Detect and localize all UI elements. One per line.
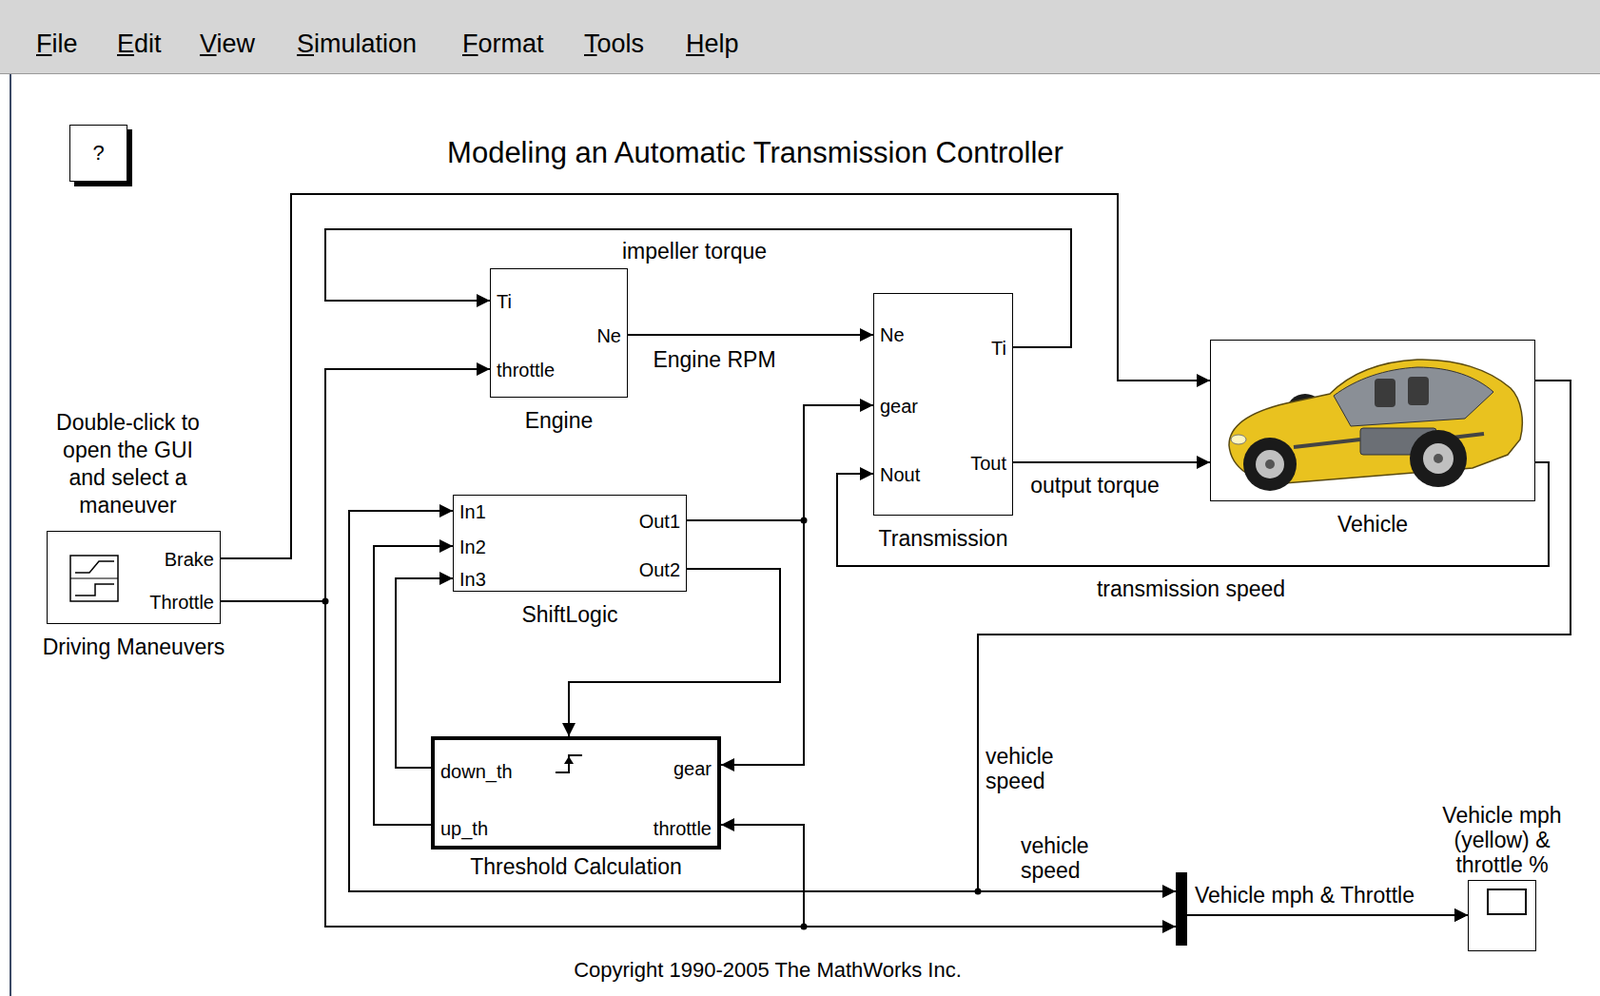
- signal-line: [220, 194, 1210, 559]
- trigger-symbol: [555, 755, 583, 773]
- car-rim: [1255, 449, 1285, 479]
- signal-label: vehicle speed: [1020, 833, 1097, 883]
- signal-label: transmission speed: [1096, 576, 1286, 602]
- signal-label: Vehicle mph & Throttle: [1194, 882, 1415, 908]
- port-label: down_th: [440, 760, 513, 783]
- signal-label: vehicle speed: [985, 743, 1062, 794]
- port-label: Brake: [164, 547, 215, 571]
- port-label: In2: [459, 535, 487, 559]
- copyright-caption: Copyright 1990-2005 The MathWorks Inc.: [573, 957, 962, 983]
- simulink-block: Vehicle mph (yellow) & throttle %: [1467, 879, 1537, 952]
- port-label: Tout: [970, 451, 1007, 475]
- port-label: In1: [459, 500, 487, 524]
- car-cabin: [1333, 367, 1494, 427]
- block-name: Vehicle: [1337, 511, 1408, 537]
- car-illustration: [1229, 359, 1522, 491]
- signal-builder-icon: [70, 555, 118, 602]
- simulink-block: BrakeThrottleDriving Maneuvers: [46, 530, 221, 625]
- port-label: Ti: [991, 336, 1007, 360]
- mux-input-arrow: [1162, 884, 1176, 898]
- simulink-block: down_thup_thgearthrottleThreshold Calcul…: [430, 736, 722, 850]
- window-frame: [9, 74, 12, 996]
- port-label: gear: [879, 394, 918, 418]
- signal-label: impeller torque: [622, 238, 767, 264]
- port-label: up_th: [440, 817, 488, 840]
- mux-input-arrow: [1162, 919, 1176, 934]
- signal-line: [220, 601, 1468, 927]
- signal-line: [1013, 461, 1210, 464]
- signal-line: [686, 520, 804, 765]
- signal-line: [837, 462, 1549, 566]
- menu-item: View: [199, 28, 255, 59]
- signal-line: [220, 369, 490, 602]
- menu-item: File: [36, 28, 79, 59]
- signal-line: [373, 546, 453, 825]
- menu-item: Format: [462, 28, 545, 59]
- signal-line: [686, 405, 874, 521]
- signal-label: output torque: [1030, 472, 1160, 498]
- port-label: Out1: [639, 509, 681, 533]
- button-label: ?: [92, 140, 104, 166]
- block-name: ShiftLogic: [521, 602, 618, 627]
- menu-item: Tools: [584, 28, 644, 59]
- block-name: Transmission: [878, 526, 1009, 551]
- signal-line: [977, 380, 1571, 916]
- simulink-block: In1In2In3Out1Out2ShiftLogic: [452, 494, 687, 592]
- port-label: In3: [459, 567, 487, 591]
- car-seat: [1407, 376, 1429, 406]
- car-wheel: [1243, 437, 1297, 491]
- icon-divider: [70, 577, 118, 579]
- rising-edge: [555, 755, 583, 773]
- block-name: Engine: [525, 408, 594, 433]
- help-button: ?: [69, 124, 128, 182]
- car-hub: [1433, 453, 1444, 464]
- connector-layer: [220, 194, 1571, 927]
- block-name: Threshold Calculation: [469, 854, 682, 879]
- block-name: Driving Maneuvers: [42, 634, 226, 660]
- signal-line: [627, 333, 874, 336]
- icon-frame: [70, 555, 118, 602]
- simulink-block: NegearNoutTiToutTransmission: [873, 292, 1014, 516]
- block-name: Vehicle mph (yellow) & throttle %: [1435, 802, 1569, 878]
- icon-trace: [75, 584, 115, 596]
- car-rim: [1423, 443, 1454, 474]
- simulink-block: Vehicle: [1209, 339, 1536, 502]
- car-wheel: [1409, 429, 1467, 488]
- port-label: gear: [673, 757, 712, 781]
- port-label: throttle: [653, 817, 712, 840]
- simulink-block: TithrottleNeEngine: [489, 268, 628, 398]
- trigger-arrow: [564, 756, 574, 764]
- scope-screen: [1487, 889, 1526, 915]
- menu-item: Help: [685, 28, 740, 59]
- port-label: throttle: [496, 358, 555, 382]
- port-label: Out2: [639, 558, 681, 582]
- port-label: Throttle: [149, 590, 215, 614]
- signal-line: [349, 380, 1571, 892]
- car-body: [1229, 359, 1522, 484]
- menu-item: Simulation: [296, 28, 417, 59]
- signal-line: [568, 568, 781, 737]
- car-hub: [1265, 459, 1275, 469]
- annotation: Double-click to open the GUI and select …: [49, 409, 207, 520]
- junction-dot: [322, 598, 330, 605]
- signal-line: [220, 601, 804, 927]
- mux-bar: [1175, 872, 1188, 946]
- menu-item: Edit: [117, 28, 162, 59]
- icon-trace: [75, 561, 115, 573]
- signal-label: Engine RPM: [652, 347, 776, 372]
- port-label: Ti: [496, 290, 512, 313]
- junction-dot: [975, 888, 982, 896]
- port-label: Ne: [879, 323, 905, 347]
- port-label: Ne: [596, 324, 622, 348]
- junction-dot: [800, 517, 808, 525]
- diagram-title: Modeling an Automatic Transmission Contr…: [447, 136, 1064, 171]
- junction-dot: [800, 923, 808, 931]
- signal-line: [325, 229, 1072, 348]
- car-seat: [1374, 378, 1396, 408]
- mux-overlay: [322, 517, 1189, 947]
- car-headlight: [1230, 434, 1247, 445]
- port-label: Nout: [879, 463, 920, 487]
